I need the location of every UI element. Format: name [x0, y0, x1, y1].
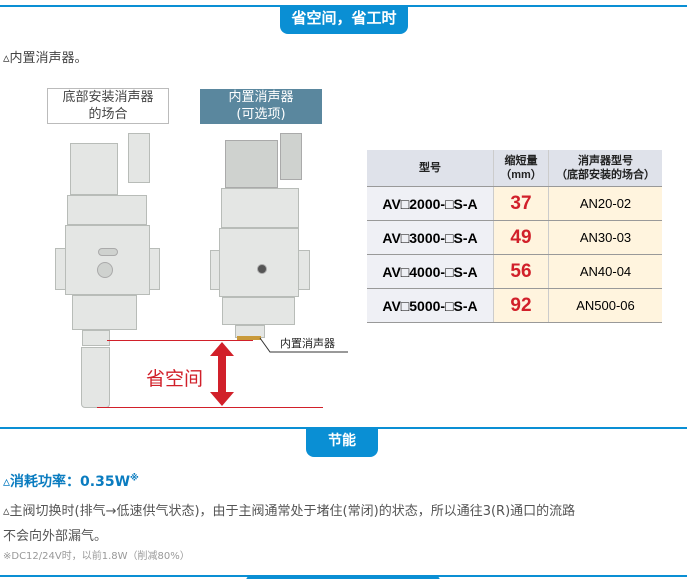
double-arrow-icon	[210, 342, 234, 406]
silencer-cell: AN20-02	[548, 186, 662, 221]
model-cell: AV□3000-□S-A	[367, 220, 494, 255]
power-title-text: ▵消耗功率：0.35W	[3, 474, 131, 490]
section-tab-energy-saving: 节能	[306, 428, 378, 457]
model-cell: AV□5000-□S-A	[367, 288, 494, 323]
power-footnote-mark: ※	[130, 473, 139, 484]
section-tab-space-saving: 省空间，省工时	[280, 5, 408, 34]
reduction-cell: 49	[493, 220, 549, 255]
callout-label: 内置消声器	[280, 337, 335, 350]
reduction-cell: 56	[493, 254, 549, 289]
next-section-tab	[246, 575, 440, 579]
label-line: 的场合	[88, 107, 128, 122]
silencer-cell: AN30-03	[548, 220, 662, 255]
table-header: 型号 缩短量 （mm） 消声器型号 （底部安装的场合）	[367, 150, 662, 187]
reference-line-bottom	[97, 407, 323, 408]
reduction-table: 型号 缩短量 （mm） 消声器型号 （底部安装的场合） AV□2000-□S-A…	[367, 150, 662, 323]
body-line-1: ▵主阀切换时(排气→低速供气状态)，由于主阀通常处于堵住(常闭)的状态，所以通往…	[3, 504, 576, 519]
footnote: ※DC12/24V时，以前1.8W（削减80%）	[3, 551, 190, 562]
power-title: ▵消耗功率：0.35W※	[3, 471, 139, 491]
model-cell: AV□4000-□S-A	[367, 254, 494, 289]
label-line: (可选项)	[236, 107, 286, 122]
model-cell: AV□2000-□S-A	[367, 186, 494, 221]
header-reduction: 缩短量 （mm）	[493, 150, 549, 187]
label-built-in: 内置消声器 (可选项)	[200, 89, 322, 124]
intro-text: ▵内置消声器。	[3, 51, 88, 66]
label-line: 内置消声器	[228, 90, 294, 105]
reference-line-top	[107, 340, 253, 341]
silencer-cell: AN500-06	[548, 288, 662, 323]
header-silencer: 消声器型号 （底部安装的场合）	[548, 150, 662, 187]
body-line-2: 不会向外部漏气。	[3, 529, 108, 544]
label-line: 底部安装消声器	[62, 90, 154, 105]
reduction-cell: 92	[493, 288, 549, 323]
label-bottom-mount: 底部安装消声器 的场合	[47, 88, 169, 124]
space-saving-label: 省空间	[146, 368, 204, 390]
callout-line	[259, 337, 348, 353]
header-model: 型号	[367, 150, 494, 187]
reduction-cell: 37	[493, 186, 549, 221]
silencer-cell: AN40-04	[548, 254, 662, 289]
